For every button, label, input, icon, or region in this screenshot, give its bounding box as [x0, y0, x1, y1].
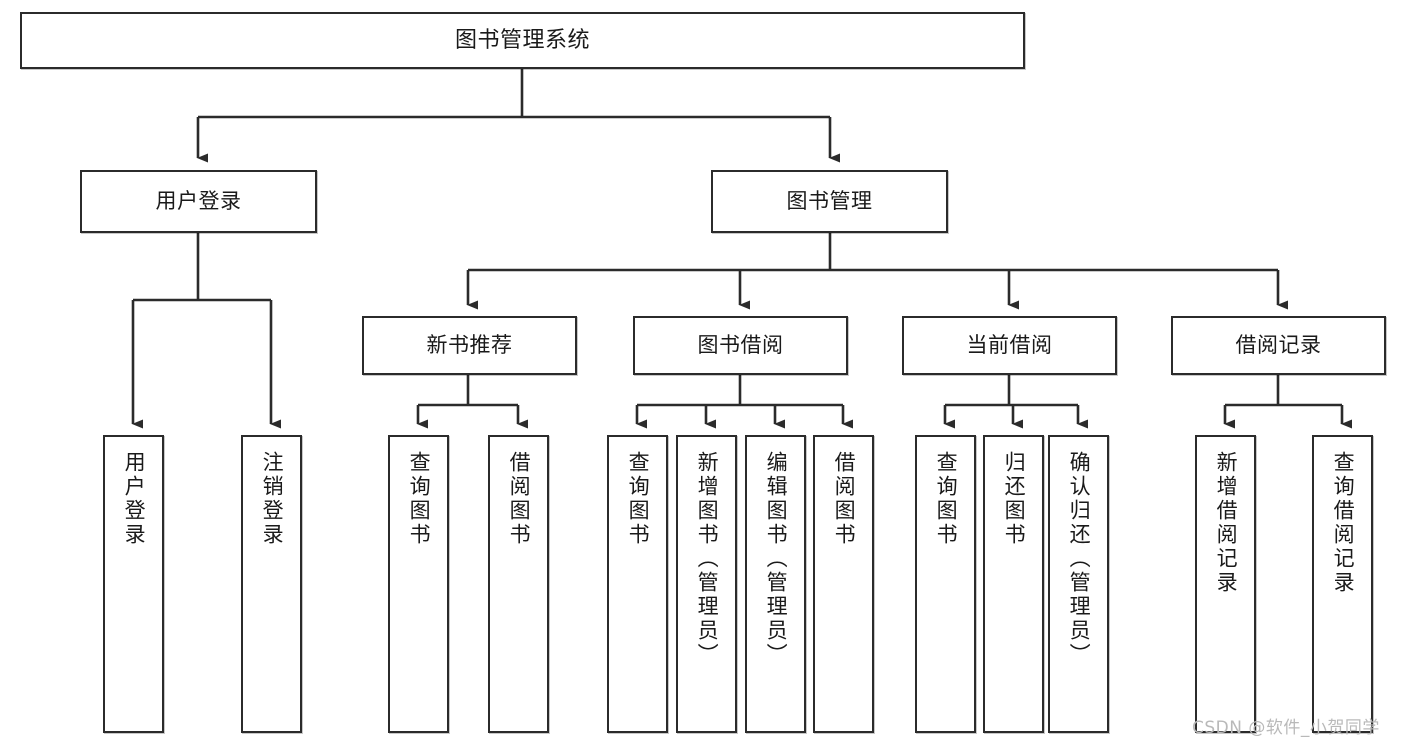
node-label: 用户登录 [122, 451, 147, 547]
node-label: 新书推荐 [426, 333, 513, 358]
node-leaf-borrow-borrow-book[interactable]: 借阅图书 [813, 435, 874, 733]
node-label: 借阅图书 [507, 451, 532, 547]
node-book-management[interactable]: 图书管理 [711, 170, 948, 233]
node-leaf-borrow-query-book[interactable]: 查询图书 [607, 435, 668, 733]
node-root-book-management-system[interactable]: 图书管理系统 [20, 12, 1025, 69]
node-label: 借阅记录 [1235, 333, 1322, 358]
node-label: 查询借阅记录 [1331, 451, 1356, 595]
node-borrow-record[interactable]: 借阅记录 [1171, 316, 1386, 375]
node-label: 确认归还（管理员） [1067, 451, 1092, 667]
node-label: 新增借阅记录 [1214, 451, 1239, 595]
node-label: 图书管理系统 [454, 27, 590, 53]
node-label: 新增图书（管理员） [695, 451, 720, 667]
node-label: 注销登录 [260, 451, 285, 547]
node-label: 归还图书 [1002, 451, 1027, 547]
node-leaf-record-add-record[interactable]: 新增借阅记录 [1195, 435, 1256, 733]
node-leaf-borrow-add-book-admin[interactable]: 新增图书（管理员） [676, 435, 737, 733]
node-label: 图书管理 [786, 189, 873, 214]
node-label: 用户登录 [155, 189, 242, 214]
csdn-watermark: CSDN @软件_小贺同学 [1192, 718, 1380, 738]
node-leaf-current-confirm-return-admin[interactable]: 确认归还（管理员） [1048, 435, 1109, 733]
node-label: 查询图书 [407, 451, 432, 547]
node-label: 查询图书 [626, 451, 651, 547]
node-leaf-new-book-query[interactable]: 查询图书 [388, 435, 449, 733]
node-leaf-user-login-signin[interactable]: 用户登录 [103, 435, 164, 733]
node-current-borrow[interactable]: 当前借阅 [902, 316, 1117, 375]
node-book-borrow[interactable]: 图书借阅 [633, 316, 848, 375]
node-leaf-current-query-book[interactable]: 查询图书 [915, 435, 976, 733]
node-leaf-record-query-record[interactable]: 查询借阅记录 [1312, 435, 1373, 733]
node-label: 当前借阅 [966, 333, 1053, 358]
node-user-login[interactable]: 用户登录 [80, 170, 317, 233]
node-leaf-current-return-book[interactable]: 归还图书 [983, 435, 1044, 733]
node-label: 图书借阅 [697, 333, 784, 358]
node-leaf-user-login-signout[interactable]: 注销登录 [241, 435, 302, 733]
node-label: 编辑图书（管理员） [764, 451, 789, 667]
node-label: 查询图书 [934, 451, 959, 547]
node-leaf-borrow-edit-book-admin[interactable]: 编辑图书（管理员） [745, 435, 806, 733]
node-label: 借阅图书 [832, 451, 857, 547]
node-new-book-recommend[interactable]: 新书推荐 [362, 316, 577, 375]
node-leaf-new-book-borrow[interactable]: 借阅图书 [488, 435, 549, 733]
